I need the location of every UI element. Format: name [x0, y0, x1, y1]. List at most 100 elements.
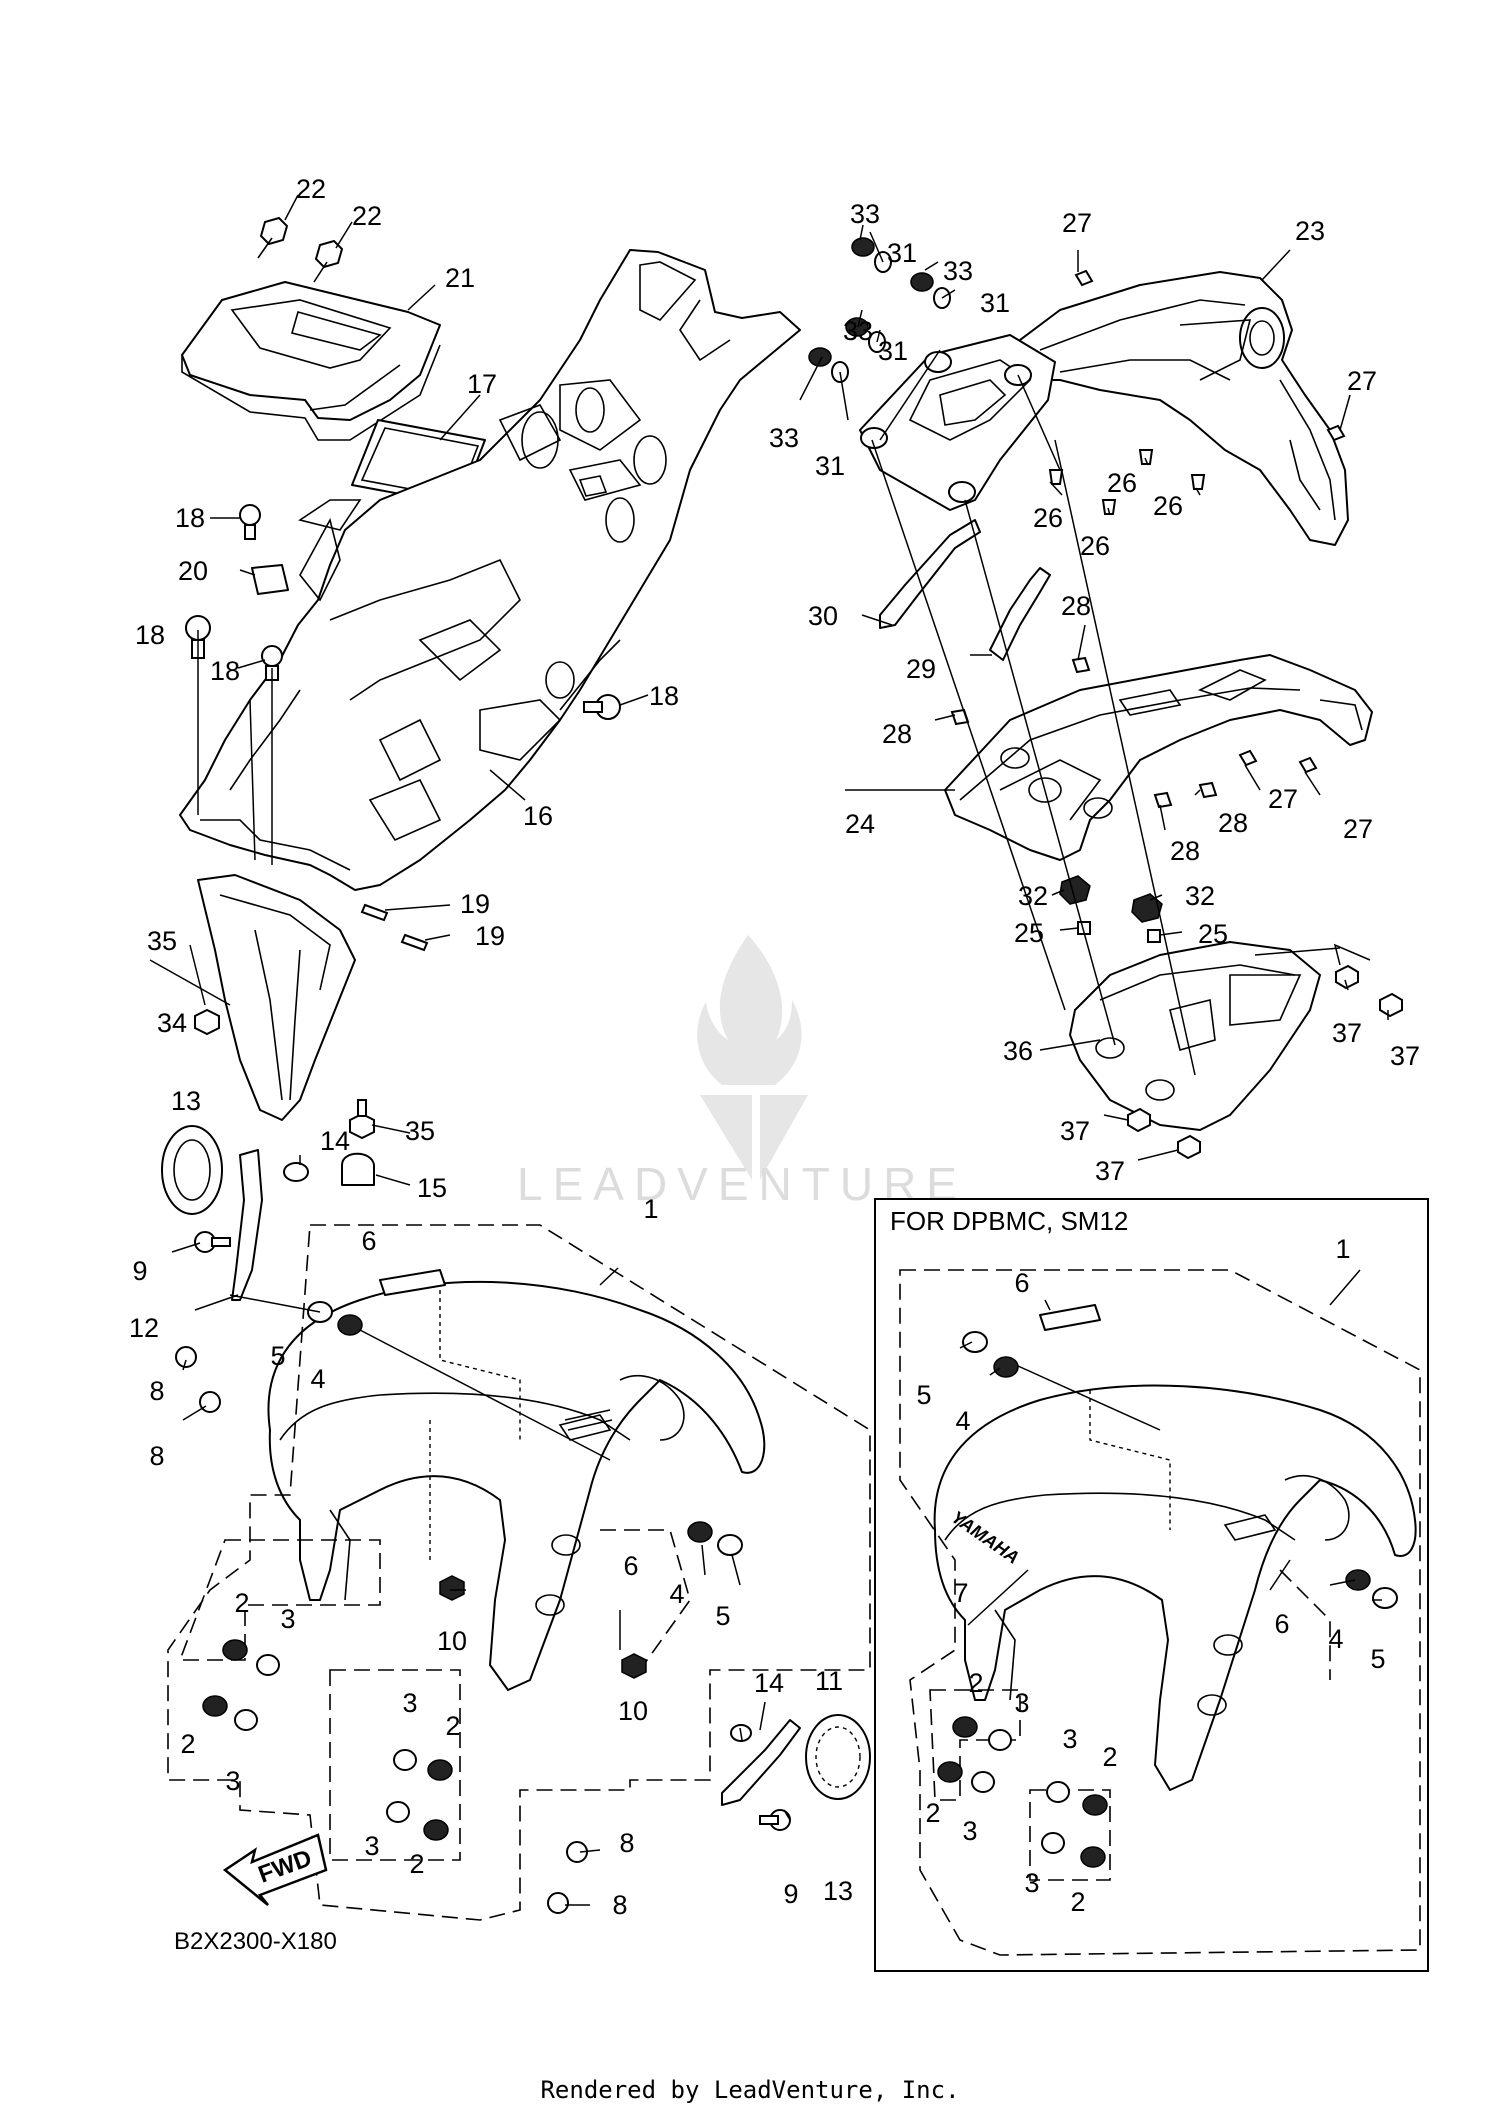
callout-18: 18	[135, 620, 165, 650]
callout-3: 3	[280, 1604, 295, 1634]
callout-32: 32	[1018, 881, 1048, 911]
callout-26: 26	[1153, 491, 1183, 521]
callout-2: 2	[409, 1849, 424, 1879]
callout-8: 8	[619, 1828, 634, 1858]
callout-6: 6	[623, 1551, 638, 1581]
callout-24: 24	[845, 809, 875, 839]
callout-3: 3	[402, 1688, 417, 1718]
bolt-18	[239, 504, 261, 540]
callout-20: 20	[178, 556, 208, 586]
screw-27	[1074, 269, 1346, 774]
watermark-logo-icon	[697, 935, 808, 1180]
callout-31: 31	[980, 288, 1010, 318]
clip-26	[1048, 449, 1206, 515]
callout-26: 26	[1080, 531, 1110, 561]
callout-28: 28	[1218, 808, 1248, 838]
stay-29	[989, 567, 1051, 661]
nut-14	[283, 1162, 752, 1742]
callout-8: 8	[612, 1890, 627, 1920]
callout-28: 28	[882, 719, 912, 749]
tail-cover-23	[999, 271, 1349, 546]
callout-2: 2	[925, 1798, 940, 1828]
callout-22: 22	[352, 201, 382, 231]
callout-4: 4	[1328, 1624, 1343, 1654]
callout-6: 6	[1274, 1609, 1289, 1639]
callout-33: 33	[943, 256, 973, 286]
grommet-4	[337, 1314, 1371, 1591]
callout-18: 18	[210, 656, 240, 686]
callout-8: 8	[149, 1376, 164, 1406]
callout-5: 5	[270, 1341, 285, 1371]
callout-16: 16	[523, 801, 553, 831]
callout-23: 23	[1295, 216, 1325, 246]
callout-35: 35	[147, 926, 177, 956]
drawing-code: B2X2300-X180	[174, 1928, 337, 1955]
callout-8: 8	[149, 1441, 164, 1471]
watermark-text: LEADVENTURE	[517, 1158, 967, 1210]
reflector-13	[161, 1125, 223, 1215]
callout-22: 22	[296, 174, 326, 204]
callout-13: 13	[823, 1876, 853, 1906]
callout-5: 5	[715, 1601, 730, 1631]
footer-credit: Rendered by LeadVenture, Inc.	[540, 2076, 960, 2104]
callout-34: 34	[157, 1008, 187, 1038]
seat-bracket	[859, 334, 1056, 511]
pad-20	[251, 564, 289, 595]
callout-1: 1	[1335, 1234, 1350, 1264]
callout-3: 3	[225, 1766, 240, 1796]
bracket-11	[721, 1719, 801, 1806]
battery-tray-21	[181, 281, 441, 441]
callout-2: 2	[1102, 1742, 1117, 1772]
callout-19: 19	[475, 921, 505, 951]
callout-18: 18	[649, 681, 679, 711]
front-fender-variant-1: YAMAHA	[933, 1384, 1417, 1791]
callout-6: 6	[361, 1226, 376, 1256]
pad-6	[379, 1269, 446, 1296]
callout-3: 3	[364, 1831, 379, 1861]
callout-2: 2	[968, 1668, 983, 1698]
callout-9: 9	[783, 1879, 798, 1909]
assembly-outline-variant	[899, 1269, 1421, 1956]
collar-3	[234, 1654, 1070, 1854]
callout-28: 28	[1170, 836, 1200, 866]
callout-32: 32	[1185, 881, 1215, 911]
grommet-2	[202, 1639, 1108, 1868]
callout-3: 3	[962, 1816, 977, 1846]
bolt-25	[1077, 921, 1161, 943]
callout-2: 2	[445, 1711, 460, 1741]
callout-12: 12	[129, 1313, 159, 1343]
stay-30	[879, 519, 981, 629]
variant-box-title: FOR DPBMC, SM12	[890, 1206, 1128, 1236]
callout-18: 18	[175, 503, 205, 533]
callout-29: 29	[906, 654, 936, 684]
callout-11: 11	[815, 1666, 843, 1696]
bracket-12	[231, 1149, 263, 1301]
bolt-22	[257, 216, 289, 259]
rear-fender-16	[179, 249, 801, 891]
callout-19: 19	[460, 889, 490, 919]
callout-27: 27	[1343, 814, 1373, 844]
callout-2: 2	[1070, 1887, 1085, 1917]
callout-17: 17	[467, 369, 497, 399]
leader-lines	[149, 194, 1389, 1906]
callout-28: 28	[1061, 591, 1091, 621]
callout-33: 33	[850, 199, 880, 229]
callout-26: 26	[1033, 503, 1063, 533]
callout-3: 3	[1062, 1724, 1077, 1754]
callout-labels: 1 1 2 2 2 2 2 2 2 2 3 3 3 3 3 3 3 3 4 4 …	[129, 174, 1420, 1920]
callout-14: 14	[754, 1668, 784, 1698]
front-fender-1	[267, 1280, 766, 1691]
callout-3: 3	[1024, 1868, 1039, 1898]
bolt-9	[194, 1231, 791, 1831]
callout-15: 15	[417, 1173, 447, 1203]
callout-21: 21	[445, 263, 475, 293]
nut-35	[194, 1008, 220, 1036]
collar-5	[307, 1301, 1398, 1609]
callout-31: 31	[878, 336, 908, 366]
callout-3: 3	[1014, 1688, 1029, 1718]
callout-2: 2	[180, 1729, 195, 1759]
mud-guard-34	[197, 874, 356, 1121]
callout-4: 4	[310, 1364, 325, 1394]
callout-4: 4	[669, 1579, 684, 1609]
